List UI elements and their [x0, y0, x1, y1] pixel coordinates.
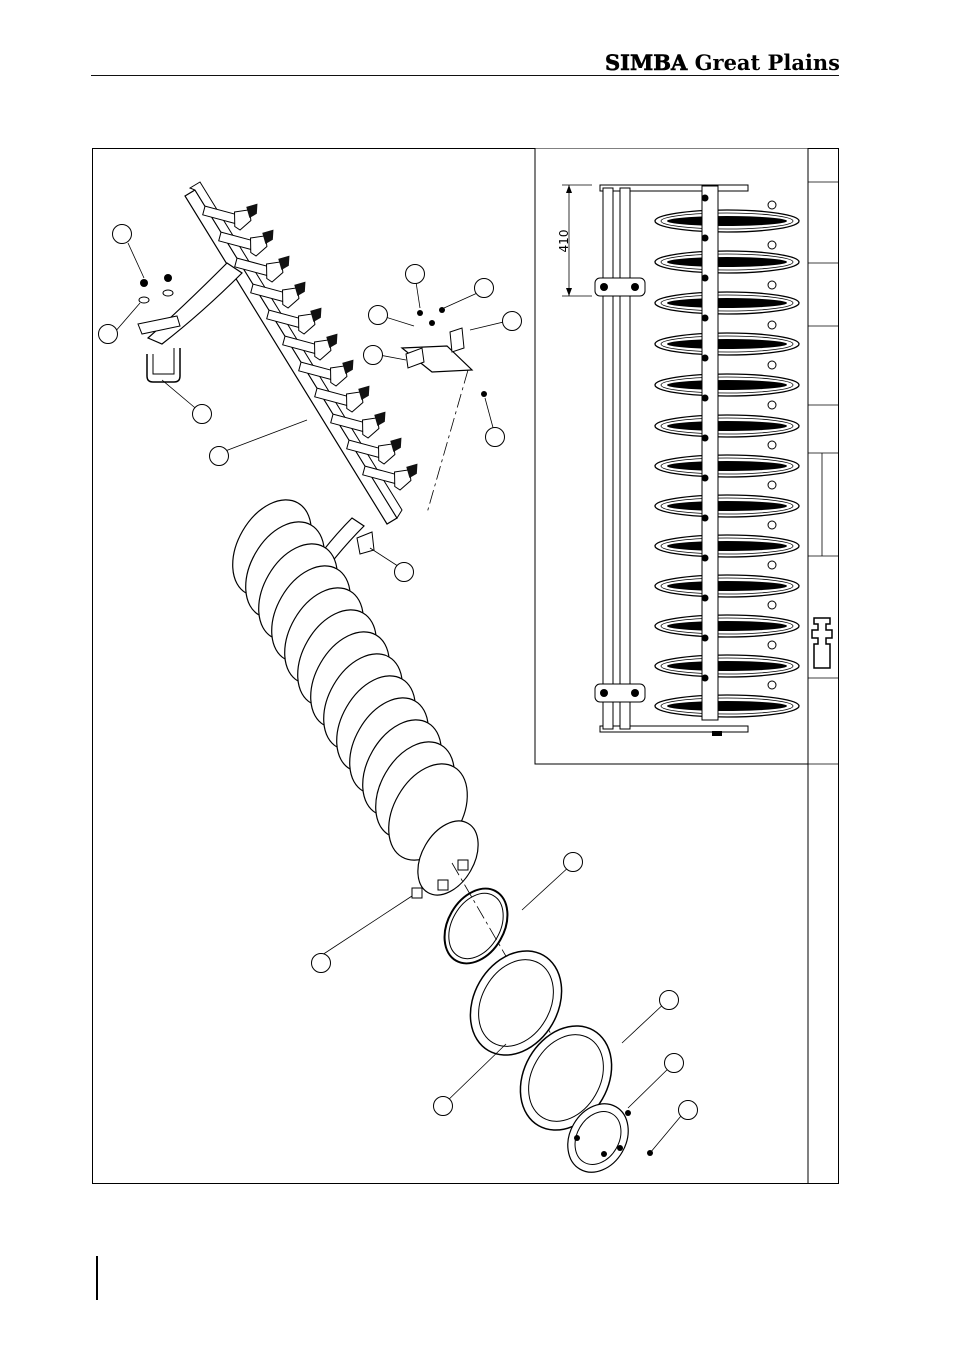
dimension-410: 410 [557, 230, 571, 253]
brand-name-rest: Great Plains [695, 50, 840, 75]
brand-name-bold: SIMBA [605, 50, 687, 75]
parts-drawing: 410 [92, 148, 839, 1184]
brand-logo: SIMBA Great Plains [605, 50, 840, 75]
header-rule [91, 75, 839, 76]
footer-bar [96, 1256, 98, 1300]
